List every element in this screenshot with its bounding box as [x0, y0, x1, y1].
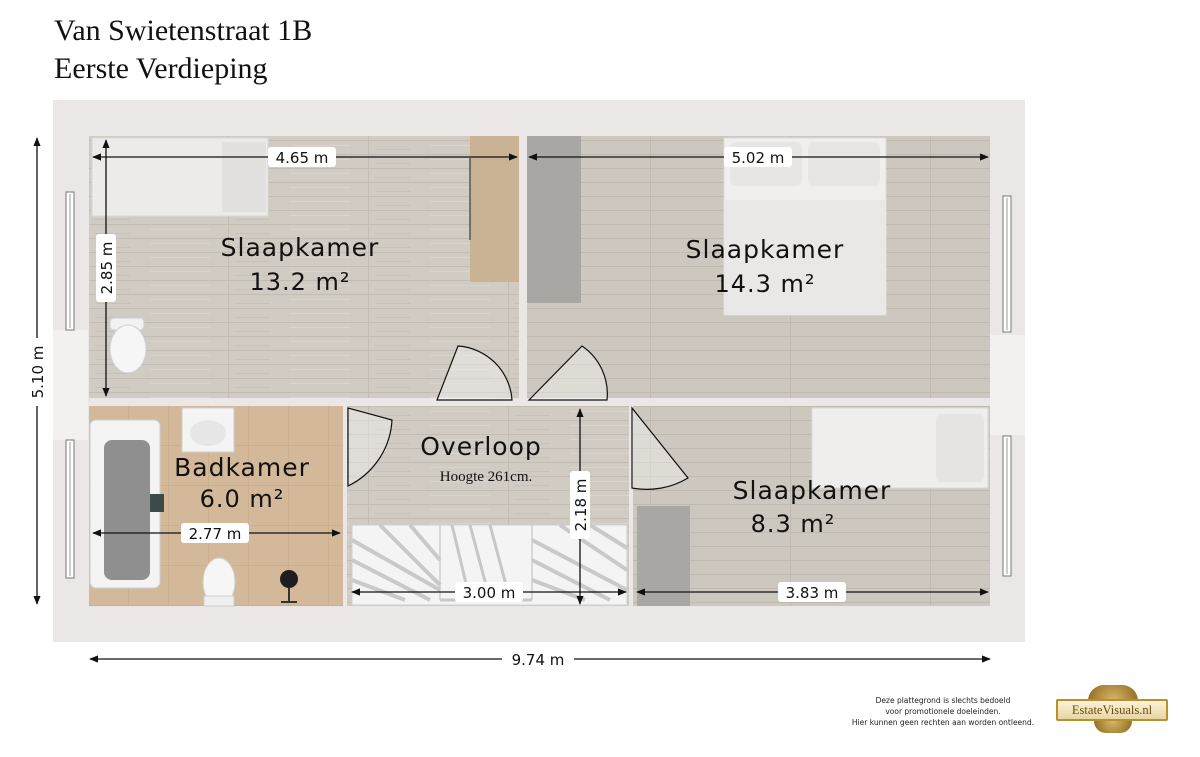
door-bedroom-1-icon — [436, 345, 513, 401]
window-right-top — [1002, 195, 1012, 333]
wall-notch-left — [53, 330, 88, 440]
single-bed-icon — [811, 407, 989, 489]
dim-text-total-depth: 5.10 m — [29, 346, 47, 399]
sink-icon — [181, 407, 235, 453]
window-left-bottom — [65, 439, 75, 579]
dim-text-bedroom1-depth: 2.85 m — [98, 242, 116, 295]
window-right-bottom — [1002, 435, 1012, 577]
room-area-bedroom-1: 13.2 m² — [249, 268, 350, 296]
bathroom-toilet-icon — [202, 557, 236, 607]
wardrobe — [527, 136, 581, 303]
toilet-icon — [109, 317, 147, 374]
dim-text-bedroom3-width: 3.83 m — [786, 584, 839, 602]
room-area-bedroom-2: 14.3 m² — [714, 270, 815, 298]
logo-foot-icon — [1094, 721, 1132, 733]
door-bathroom-icon — [347, 407, 393, 487]
window-left-top — [65, 191, 75, 331]
dim-text-bedroom2-width: 5.02 m — [732, 149, 785, 167]
dim-text-landing-width: 3.00 m — [463, 584, 516, 602]
dim-label-bedroom1-depth: 2.85 m — [96, 234, 116, 302]
estatevisuals-logo: EstateVisuals.nl — [1054, 685, 1172, 735]
bin-icon — [150, 494, 164, 512]
disclaimer-line-3: Hier kunnen geen rechten aan worden ontl… — [851, 718, 1035, 727]
room-name-bedroom-3: Slaapkamer — [733, 476, 892, 505]
sofa-bed-icon — [91, 137, 269, 217]
wardrobe-bedroom-3 — [637, 506, 690, 606]
desk-wood — [470, 136, 519, 282]
dim-label-landing-depth: 2.18 m — [570, 471, 590, 539]
disclaimer-line-1: Deze plattegrond is slechts bedoeld — [875, 696, 1011, 705]
floor-title: Eerste Verdieping — [54, 52, 268, 85]
dim-text-total-width: 9.74 m — [512, 651, 565, 669]
dim-label-total-width: 9.74 m — [502, 649, 574, 669]
dim-label-bedroom1-width: 4.65 m — [268, 147, 336, 167]
wall-notch-right — [990, 335, 1025, 435]
disclaimer-line-2: voor promotionele doeleinden. — [885, 707, 1001, 716]
dim-label-landing-width: 3.00 m — [455, 582, 523, 602]
room-name-bedroom-1: Slaapkamer — [221, 233, 380, 262]
room-name-bedroom-2: Slaapkamer — [686, 235, 845, 264]
logo-text: EstateVisuals.nl — [1056, 699, 1168, 721]
disclaimer: Deze plattegrond is slechts bedoeld voor… — [838, 695, 1048, 728]
dim-text-landing-depth: 2.18 m — [572, 479, 590, 532]
dim-label-total-depth: 5.10 m — [27, 338, 47, 406]
room-name-landing: Overloop — [420, 432, 542, 461]
double-bed-icon — [723, 137, 887, 316]
room-area-bedroom-3: 8.3 m² — [751, 510, 836, 538]
dim-label-bedroom2-width: 5.02 m — [724, 147, 792, 167]
dim-text-bathroom-width: 2.77 m — [189, 525, 242, 543]
room-name-bathroom: Badkamer — [174, 453, 310, 482]
bathtub-icon — [89, 419, 161, 589]
logo-crown-icon — [1088, 685, 1138, 701]
stool-icon — [280, 570, 298, 603]
dim-text-bedroom1-width: 4.65 m — [276, 149, 329, 167]
door-bedroom-3-icon — [631, 406, 689, 490]
door-arcs — [347, 345, 689, 490]
room-area-bathroom: 6.0 m² — [200, 485, 285, 513]
dim-label-bedroom3-width: 3.83 m — [778, 582, 846, 602]
landing-height-note: Hoogte 261cm. — [440, 469, 532, 485]
dim-label-bathroom-width: 2.77 m — [181, 523, 249, 543]
door-bedroom-2-icon — [527, 345, 608, 401]
address-title: Van Swietenstraat 1B — [54, 14, 313, 47]
